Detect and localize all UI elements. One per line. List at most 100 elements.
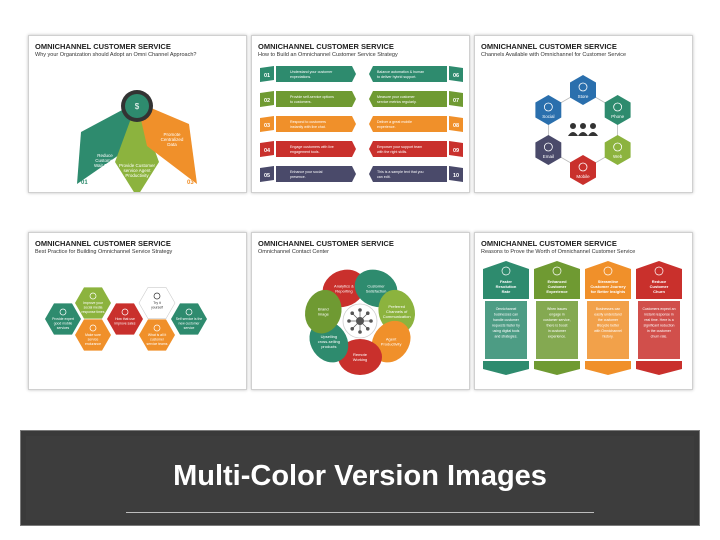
slide-thumbnail-5[interactable]: OMNICHANNEL CUSTOMER SERVICE Omnichannel…	[251, 232, 470, 390]
svg-text:Customer: Customer	[650, 284, 669, 289]
svg-text:churn rate.: churn rate.	[651, 335, 668, 339]
svg-text:06: 06	[453, 73, 459, 79]
svg-text:This is a sample text that you: This is a sample text that you	[377, 170, 424, 174]
svg-text:What is all it: What is all it	[148, 333, 166, 337]
svg-text:using digital tools: using digital tools	[493, 329, 520, 333]
svg-text:presence.: presence.	[290, 175, 306, 179]
svg-text:requests faster by: requests faster by	[492, 324, 520, 328]
slide-title: OMNICHANNEL CUSTOMER SERVICE	[481, 42, 617, 51]
banner: Multi-Color Version Images	[20, 430, 700, 526]
slide-subtitle: Omnichannel Contact Center	[258, 249, 329, 255]
slide-title: OMNICHANNEL CUSTOMER SERVICE	[258, 42, 394, 51]
svg-text:Customer: Customer	[367, 283, 385, 288]
svg-text:instantly with live chat.: instantly with live chat.	[290, 125, 326, 129]
slide-title: OMNICHANNEL CUSTOMER SERVICE	[258, 239, 394, 248]
slide-thumbnail-4[interactable]: OMNICHANNEL CUSTOMER SERVICE Best Practi…	[28, 232, 247, 390]
svg-text:Enhance your social: Enhance your social	[290, 170, 323, 174]
svg-text:service Agent: service Agent	[123, 168, 151, 173]
svg-text:service: service	[184, 326, 195, 330]
svg-text:in the customer: in the customer	[647, 329, 672, 333]
svg-text:customer service,: customer service,	[543, 318, 570, 322]
svg-text:Mobile: Mobile	[576, 174, 590, 179]
svg-text:Working: Working	[353, 357, 368, 362]
svg-text:Promote: Promote	[163, 132, 181, 137]
slide-title: OMNICHANNEL CUSTOMER SERVICE	[481, 239, 617, 248]
svg-text:05: 05	[264, 173, 270, 179]
svg-text:instant response in: instant response in	[644, 313, 673, 317]
svg-text:How that use: How that use	[115, 317, 135, 321]
slide-subtitle: Reasons to Prove the Worth of Omnichanne…	[481, 249, 636, 255]
svg-text:service teams: service teams	[147, 342, 168, 346]
svg-text:Data: Data	[167, 142, 177, 147]
svg-text:03: 03	[264, 123, 270, 129]
svg-text:Understand your customer: Understand your customer	[290, 70, 333, 74]
svg-text:expectations.: expectations.	[290, 75, 311, 79]
petal-03	[137, 102, 197, 184]
svg-text:service metrics regularly.: service metrics regularly.	[377, 100, 416, 104]
channel-web: Web	[604, 135, 631, 165]
svg-text:Upselling: Upselling	[321, 334, 337, 339]
svg-text:with the right skills.: with the right skills.	[377, 150, 407, 154]
svg-text:yourself: yourself	[151, 306, 163, 310]
svg-text:for Better Insights: for Better Insights	[591, 289, 626, 294]
banner-divider	[126, 512, 594, 513]
svg-text:in customer: in customer	[548, 329, 567, 333]
reasons-columns: FasterResolutionRateOmnichannelbusinesse…	[483, 261, 682, 375]
slide-title: OMNICHANNEL CUSTOMER SERVICE	[35, 239, 171, 248]
slide-thumbnail-6[interactable]: OMNICHANNEL CUSTOMER SERVICE Reasons to …	[474, 232, 693, 390]
svg-text:Customer: Customer	[548, 284, 567, 289]
svg-text:Make sure: Make sure	[85, 333, 101, 337]
svg-text:handle customer: handle customer	[493, 318, 520, 322]
svg-text:businesses can: businesses can	[494, 313, 518, 317]
svg-text:social media: social media	[84, 306, 103, 310]
petal-02	[115, 102, 159, 192]
svg-text:Customer: Customer	[95, 158, 115, 163]
slide-thumbnail-3[interactable]: OMNICHANNEL CUSTOMER SERVICE Channels Av…	[474, 35, 693, 193]
svg-text:Respond to customers: Respond to customers	[290, 120, 326, 124]
svg-text:with Omnichannel: with Omnichannel	[594, 329, 622, 333]
svg-text:can edit.: can edit.	[377, 175, 391, 179]
svg-text:experience.: experience.	[548, 335, 566, 339]
svg-text:Productivity: Productivity	[381, 342, 402, 347]
svg-text:Deliver a great mobile: Deliver a great mobile	[377, 120, 412, 124]
svg-text:Store: Store	[578, 94, 589, 99]
svg-text:customer: customer	[150, 338, 165, 342]
item-text: Reduce	[97, 153, 113, 158]
channel-store: Store	[570, 75, 596, 105]
svg-text:Brand: Brand	[318, 307, 329, 312]
slide-subtitle: Channels Available with Omnichannel for …	[481, 52, 627, 58]
svg-text:the customer: the customer	[598, 318, 619, 322]
svg-text:Email: Email	[543, 154, 554, 159]
slide-grid: OMNICHANNEL CUSTOMER SERVICE Why your Or…	[28, 35, 693, 390]
svg-text:history.: history.	[602, 335, 613, 339]
svg-text:Churn: Churn	[653, 289, 665, 294]
svg-text:Balance automation & human: Balance automation & human	[377, 70, 424, 74]
svg-text:Businesses can: Businesses can	[596, 307, 621, 311]
svg-text:Measure your customer: Measure your customer	[377, 95, 416, 99]
svg-text:Preferred: Preferred	[388, 304, 405, 309]
slide-thumbnail-2[interactable]: OMNICHANNEL CUSTOMER SERVICE How to Buil…	[251, 35, 470, 193]
svg-text:Reduce: Reduce	[652, 279, 667, 284]
slide-thumbnail-1[interactable]: OMNICHANNEL CUSTOMER SERVICE Why your Or…	[28, 35, 247, 193]
svg-text:to deliver hybrid support.: to deliver hybrid support.	[377, 75, 416, 79]
svg-text:Enhanced: Enhanced	[547, 279, 567, 284]
svg-text:Wait Times: Wait Times	[94, 163, 117, 168]
svg-text:response times: response times	[82, 310, 105, 314]
svg-text:experience.: experience.	[377, 125, 396, 129]
